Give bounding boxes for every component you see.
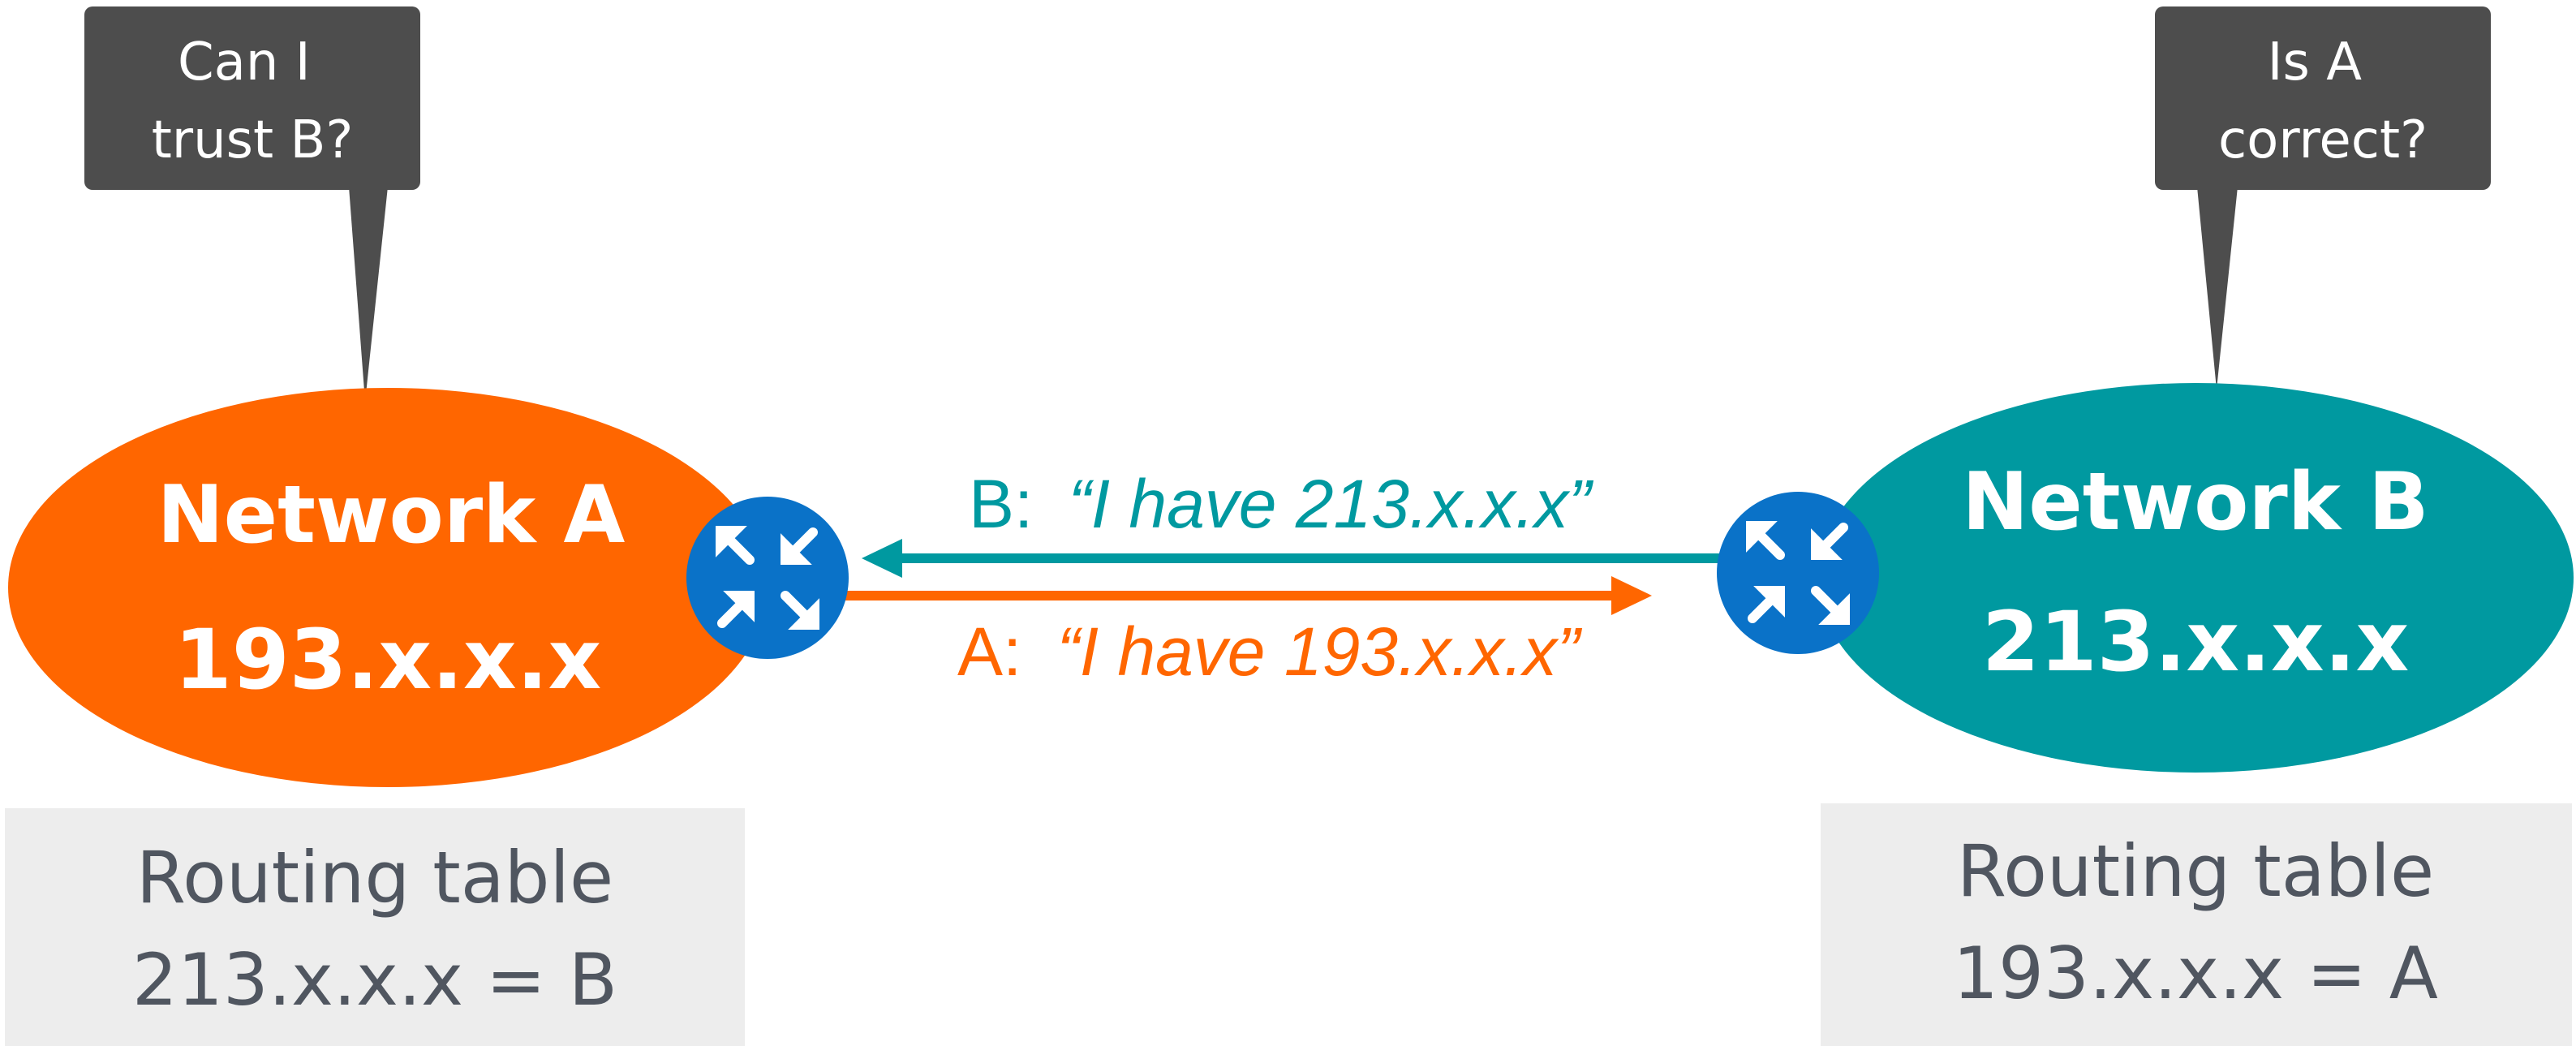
arrow-b-to-a: [862, 539, 1722, 578]
svg-text:Can I trust B?: Can I trust B?: [152, 32, 354, 170]
router-icon: [686, 497, 849, 659]
callout-network-b: Is A correct?: [2155, 6, 2491, 390]
routing-table-a-title: Routing table: [136, 836, 613, 919]
router-icon: [1717, 492, 1879, 654]
routing-table-b-entry: 193.x.x.x = A: [1953, 932, 2438, 1015]
svg-text:Is A correct?: Is A correct?: [2218, 32, 2428, 170]
callout-b-pointer: [2197, 187, 2238, 390]
arrow-b-to-a-head: [862, 539, 902, 578]
callout-network-a: Can I trust B?: [84, 6, 420, 402]
callout-a-line-2: trust B?: [152, 110, 354, 170]
callout-b-box: [2155, 6, 2491, 190]
network-b-prefix: 213.x.x.x: [1982, 594, 2410, 691]
callout-a-pointer: [349, 187, 388, 402]
arrow-a-to-b-head: [1611, 576, 1652, 615]
message-a-to-b: A: “I have 193.x.x.x”: [957, 613, 1583, 690]
network-a-name: Network A: [157, 469, 626, 562]
routing-table-a-entry: 213.x.x.x = B: [132, 938, 617, 1022]
callout-b-line-2: correct?: [2218, 110, 2428, 170]
network-b: Network B 213.x.x.x: [1817, 383, 2574, 773]
routing-table-b-title: Routing table: [1957, 829, 2434, 913]
callout-a-box: [84, 6, 420, 190]
network-a: Network A 193.x.x.x: [8, 388, 768, 787]
network-b-name: Network B: [1962, 456, 2429, 549]
message-a-quote: “I have 193.x.x.x”: [1057, 613, 1583, 690]
callout-b-line-1: Is A: [2268, 32, 2363, 93]
message-b-sender: B:: [969, 466, 1033, 542]
message-a-sender: A:: [957, 613, 1021, 690]
routing-table-a-bg: [5, 808, 745, 1046]
routing-table-b-bg: [1821, 803, 2572, 1046]
arrow-a-to-b: [844, 576, 1652, 615]
routing-table-a: Routing table 213.x.x.x = B: [5, 808, 745, 1046]
network-b-ellipse: [1817, 383, 2574, 773]
routing-table-b: Routing table 193.x.x.x = A: [1821, 803, 2572, 1046]
callout-a-line-1: Can I: [178, 32, 311, 93]
message-b-quote: “I have 213.x.x.x”: [1069, 466, 1594, 542]
network-a-prefix: 193.x.x.x: [174, 612, 602, 708]
message-b-to-a: B: “I have 213.x.x.x”: [969, 466, 1594, 542]
network-a-ellipse: [8, 388, 768, 787]
